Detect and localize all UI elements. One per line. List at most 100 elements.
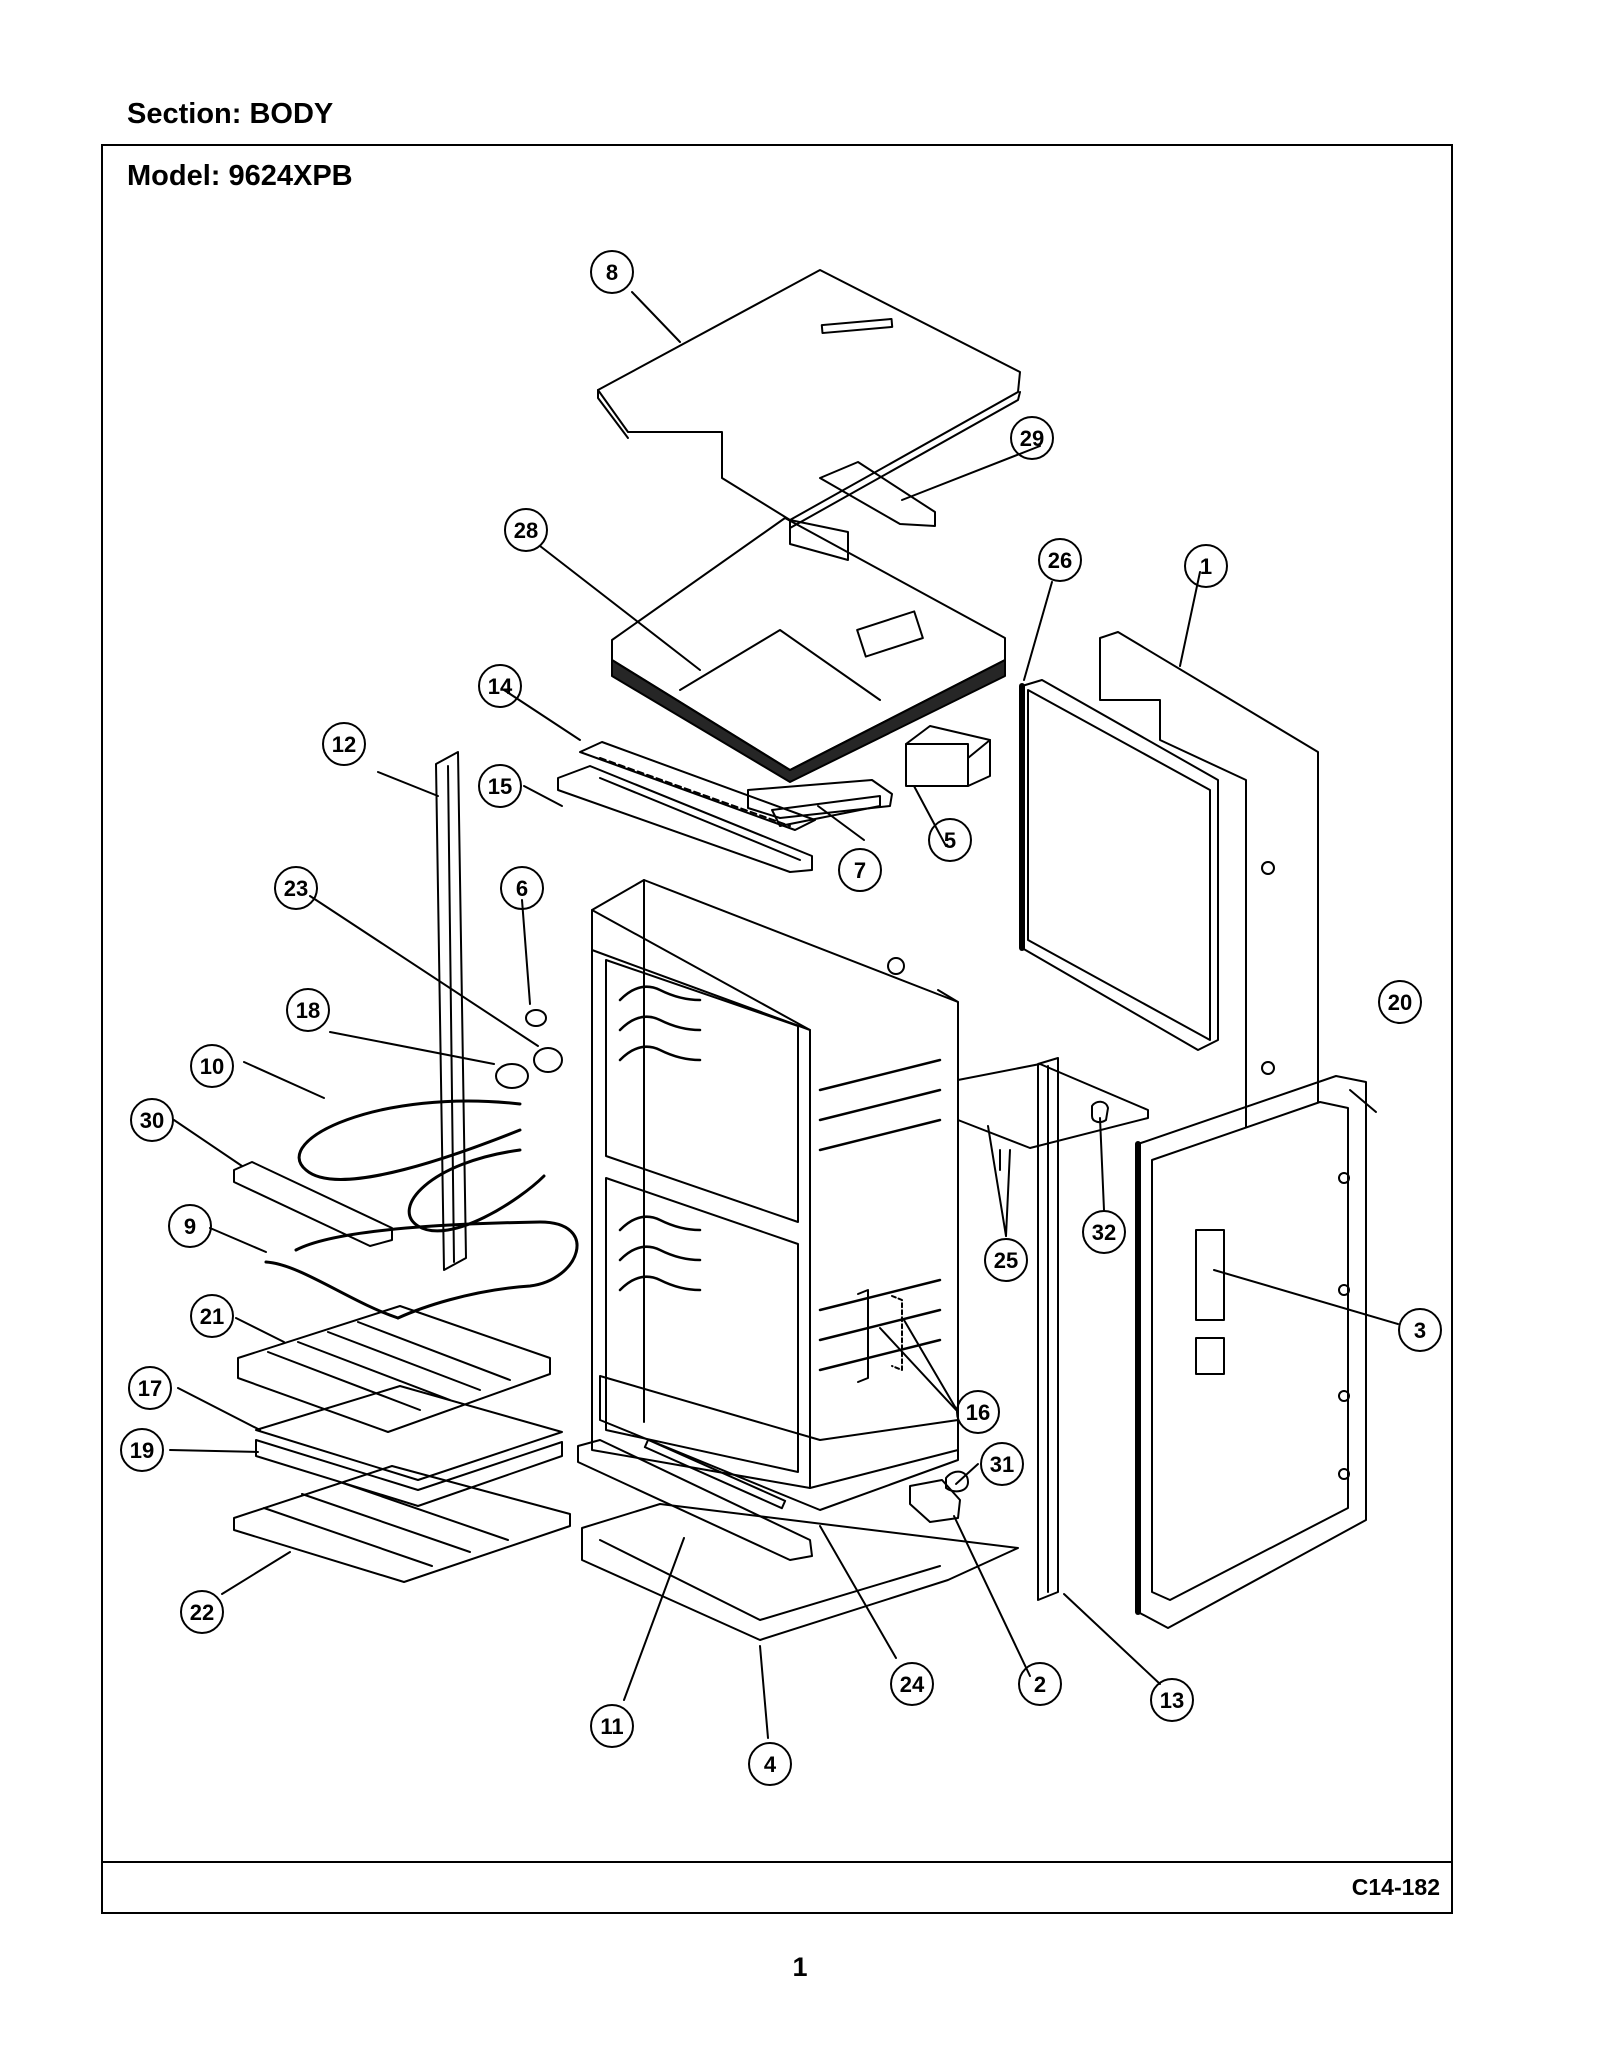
model-title: Model: 9624XPB (127, 160, 353, 192)
svg-text:23: 23 (284, 876, 308, 901)
part-element-bracket (233, 1161, 393, 1247)
callout-5: 5 (928, 818, 972, 862)
svg-text:14: 14 (488, 674, 513, 699)
part-oven-liner (591, 879, 959, 1489)
svg-text:7: 7 (854, 858, 866, 883)
section-title: Section: BODY (127, 98, 334, 130)
callout-8: 8 (590, 250, 634, 294)
diagram-code: C14-182 (1351, 1874, 1440, 1900)
part-light-socket (533, 1047, 563, 1073)
svg-text:12: 12 (332, 732, 356, 757)
callout-32: 32 (1082, 1210, 1126, 1254)
callout-6: 6 (500, 866, 544, 910)
callout-25: 25 (984, 1238, 1028, 1282)
callout-24: 24 (890, 1662, 934, 1706)
part-bottom-shield (599, 1375, 959, 1511)
part-light-bulb (495, 1063, 529, 1089)
part-bake-element (297, 1099, 546, 1233)
svg-text:15: 15 (488, 774, 512, 799)
callout-29: 29 (1010, 416, 1054, 460)
callout-26: 26 (1038, 538, 1082, 582)
callout-18: 18 (286, 988, 330, 1032)
svg-text:32: 32 (1092, 1220, 1116, 1245)
callout-21: 21 (190, 1294, 234, 1338)
svg-text:16: 16 (966, 1400, 990, 1425)
part-top-cover (597, 269, 1021, 529)
part-broil-pan (255, 1439, 563, 1507)
callout-4: 4 (748, 1742, 792, 1786)
svg-text:26: 26 (1048, 548, 1072, 573)
part-right-trim-strip (1037, 1057, 1059, 1601)
svg-text:6: 6 (516, 876, 528, 901)
part-clip (945, 1470, 969, 1493)
svg-text:28: 28 (514, 518, 538, 543)
svg-text:29: 29 (1020, 426, 1044, 451)
svg-text:31: 31 (990, 1452, 1014, 1477)
svg-text:20: 20 (1388, 990, 1412, 1015)
callout-28: 28 (504, 508, 548, 552)
svg-text:30: 30 (140, 1108, 164, 1133)
part-relay (905, 725, 991, 787)
callout-15: 15 (478, 764, 522, 808)
callout-17: 17 (128, 1366, 172, 1410)
svg-text:18: 18 (296, 998, 320, 1023)
callout-19: 19 (120, 1428, 164, 1472)
svg-text:24: 24 (900, 1672, 925, 1697)
part-rack-lower (233, 1465, 571, 1583)
leader-lines (169, 291, 1399, 1739)
part-vent-grille (579, 741, 816, 831)
svg-text:1: 1 (1200, 554, 1212, 579)
svg-text:4: 4 (764, 1752, 777, 1777)
callout-9: 9 (168, 1204, 212, 1248)
part-oven-rack (237, 1305, 551, 1433)
footer-divider (101, 1861, 1453, 1863)
callout-11: 11 (590, 1704, 634, 1748)
diagram-frame (101, 144, 1453, 1914)
part-front-trim (577, 1438, 813, 1561)
callout-2: 2 (1018, 1662, 1062, 1706)
callout-1: 1 (1184, 544, 1228, 588)
part-latch-clip (1091, 1100, 1109, 1124)
svg-text:21: 21 (200, 1304, 224, 1329)
page-number: 1 (792, 1952, 808, 1982)
part-broil-element (264, 1220, 579, 1320)
svg-text:22: 22 (190, 1600, 214, 1625)
callout-31: 31 (980, 1442, 1024, 1486)
svg-text:19: 19 (130, 1438, 154, 1463)
callout-22: 22 (180, 1590, 224, 1634)
part-small-bracket (909, 1479, 961, 1523)
svg-text:10: 10 (200, 1054, 224, 1079)
callout-30: 30 (130, 1098, 174, 1142)
part-front-rail (557, 765, 813, 873)
svg-text:11: 11 (600, 1714, 623, 1739)
callout-16: 16 (956, 1390, 1000, 1434)
part-hinge-assembly (857, 1289, 903, 1383)
svg-text:5: 5 (944, 828, 956, 853)
part-rear-panel (1099, 631, 1319, 1181)
svg-text:9: 9 (184, 1214, 196, 1239)
part-left-trim-strip (435, 751, 467, 1271)
svg-text:2: 2 (1034, 1672, 1046, 1697)
part-light-lens (525, 1009, 547, 1027)
part-side-panel (1135, 1075, 1367, 1629)
svg-text:17: 17 (138, 1376, 162, 1401)
part-rack-guides (618, 985, 942, 1372)
part-bracket (747, 779, 893, 827)
callout-14: 14 (478, 664, 522, 708)
callout-13: 13 (1150, 1678, 1194, 1722)
callout-7: 7 (838, 848, 882, 892)
svg-text:25: 25 (994, 1248, 1018, 1273)
svg-text:8: 8 (606, 260, 618, 285)
callout-10: 10 (190, 1044, 234, 1088)
part-cover-strip (819, 461, 936, 527)
callout-23: 23 (274, 866, 318, 910)
callout-12: 12 (322, 722, 366, 766)
part-liner-bottom (957, 1063, 1149, 1171)
part-floor-pan (581, 1503, 1019, 1641)
callout-20: 20 (1378, 980, 1422, 1024)
part-top-insulation (611, 517, 1006, 783)
svg-text:13: 13 (1160, 1688, 1184, 1713)
part-rear-insulation (1019, 679, 1219, 1051)
callout-3: 3 (1398, 1308, 1442, 1352)
